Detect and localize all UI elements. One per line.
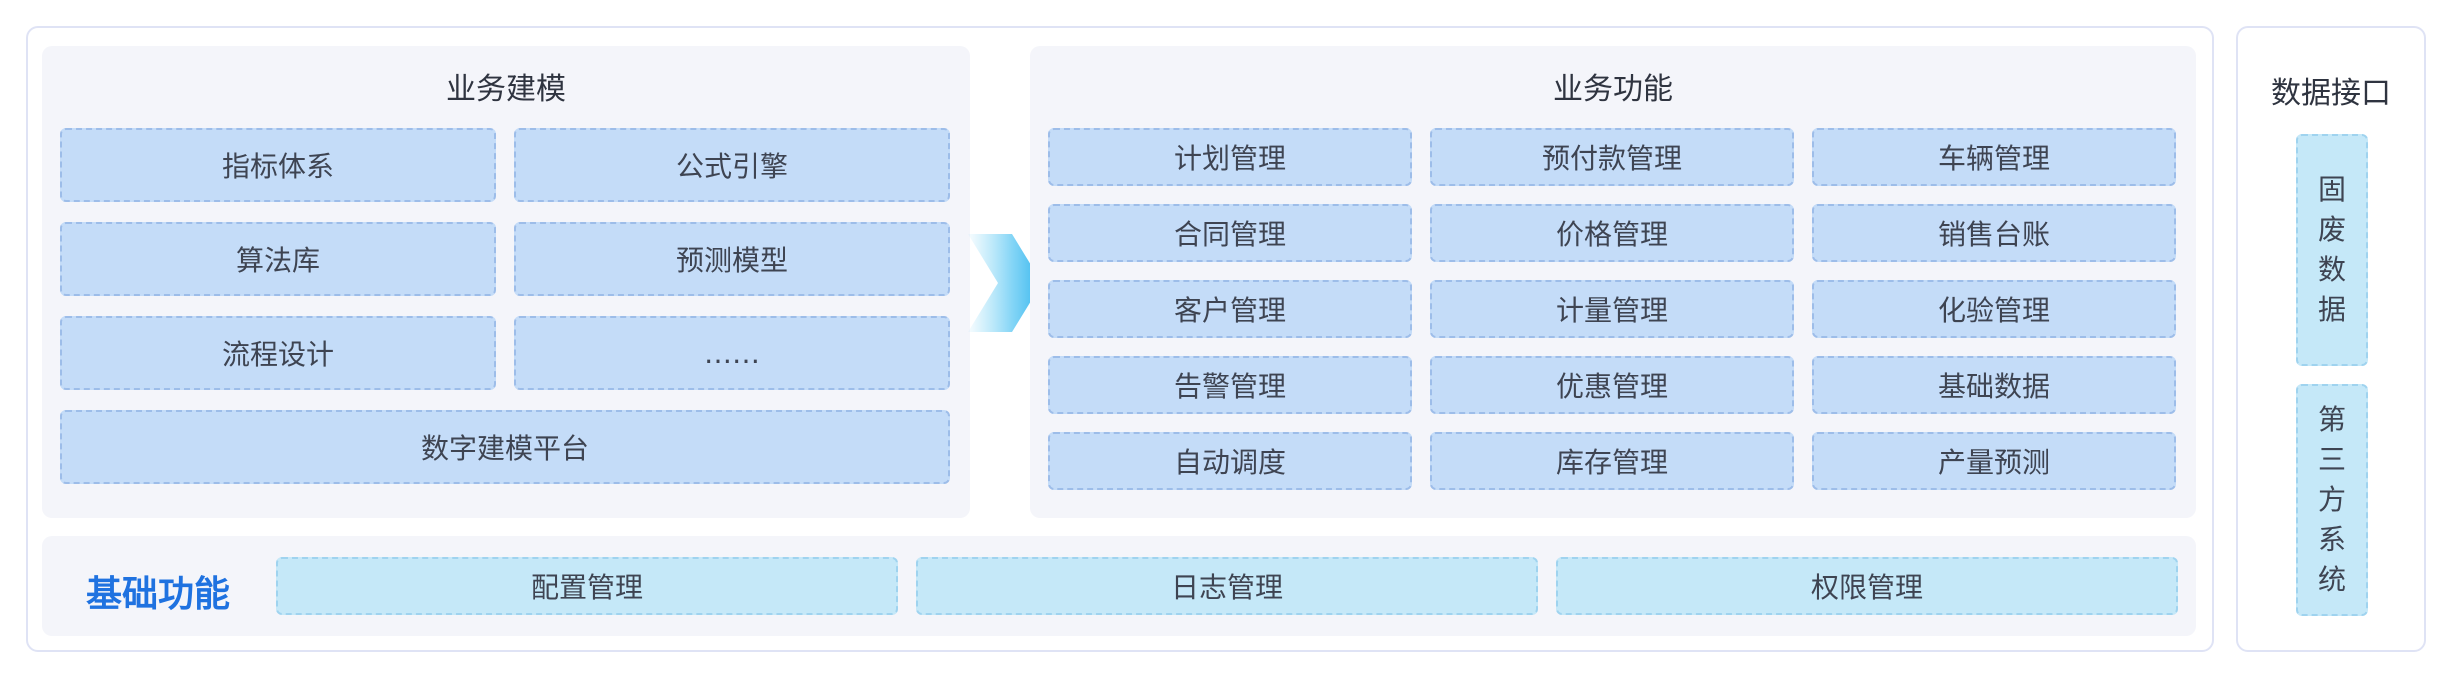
function-item-14[interactable]: 产量预测 (1812, 432, 2176, 490)
function-item-11[interactable]: 基础数据 (1812, 356, 2176, 414)
modeling-item-5[interactable]: …… (514, 316, 950, 390)
foundation-panel: 基础功能 配置管理 日志管理 权限管理 (42, 536, 2196, 636)
interface-item-0[interactable]: 固废数据 (2296, 134, 2368, 366)
function-item-2[interactable]: 车辆管理 (1812, 128, 2176, 186)
modeling-item-4[interactable]: 流程设计 (60, 316, 496, 390)
function-item-3[interactable]: 合同管理 (1048, 204, 1412, 262)
interface-item-1[interactable]: 第三方系统 (2296, 384, 2368, 616)
flow-arrow-icon (968, 234, 1042, 332)
modeling-panel: 业务建模 指标体系 公式引擎 算法库 预测模型 流程设计 …… 数字建模平台 (42, 46, 970, 518)
modeling-item-0[interactable]: 指标体系 (60, 128, 496, 202)
modeling-item-3[interactable]: 预测模型 (514, 222, 950, 296)
functions-title: 业务功能 (1553, 72, 1673, 107)
function-item-0[interactable]: 计划管理 (1048, 128, 1412, 186)
function-item-7[interactable]: 计量管理 (1430, 280, 1794, 338)
function-item-4[interactable]: 价格管理 (1430, 204, 1794, 262)
foundation-item-0[interactable]: 配置管理 (276, 557, 898, 615)
function-item-13[interactable]: 库存管理 (1430, 432, 1794, 490)
function-item-12[interactable]: 自动调度 (1048, 432, 1412, 490)
interface-item-0-label: 固废数据 (2317, 173, 2346, 326)
foundation-title: 基础功能 (86, 574, 231, 615)
function-item-8[interactable]: 化验管理 (1812, 280, 2176, 338)
functions-panel: 业务功能 计划管理 预付款管理 车辆管理 合同管理 价格管理 销售台账 客户管理… (1030, 46, 2196, 518)
function-item-9[interactable]: 告警管理 (1048, 356, 1412, 414)
interface-item-1-label: 第三方系统 (2317, 403, 2346, 596)
function-item-10[interactable]: 优惠管理 (1430, 356, 1794, 414)
function-item-6[interactable]: 客户管理 (1048, 280, 1412, 338)
foundation-item-2[interactable]: 权限管理 (1556, 557, 2178, 615)
function-item-1[interactable]: 预付款管理 (1430, 128, 1794, 186)
interface-panel: 数据接口 固废数据 第三方系统 (2236, 26, 2426, 652)
function-item-5[interactable]: 销售台账 (1812, 204, 2176, 262)
interface-title: 数据接口 (2271, 76, 2391, 111)
foundation-item-1[interactable]: 日志管理 (916, 557, 1538, 615)
modeling-title: 业务建模 (446, 72, 566, 107)
modeling-item-1[interactable]: 公式引擎 (514, 128, 950, 202)
modeling-item-2[interactable]: 算法库 (60, 222, 496, 296)
modeling-platform[interactable]: 数字建模平台 (60, 410, 950, 484)
